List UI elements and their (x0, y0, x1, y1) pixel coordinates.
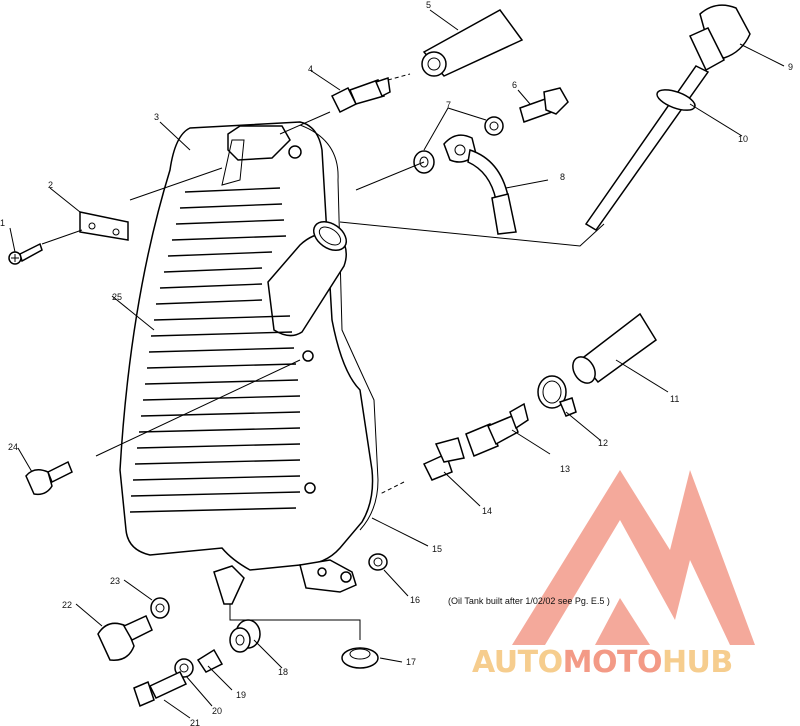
part-24-bolt (25, 460, 73, 496)
revision-note: (Oil Tank built after 1/02/02 see Pg. E.… (448, 596, 610, 606)
callout-16: 16 (410, 595, 420, 605)
part-19-spacer (196, 648, 224, 673)
part-21-bolt (133, 671, 188, 708)
watermark-triangle-icon (512, 470, 755, 645)
part-14-fitting (422, 437, 465, 481)
tank-mount-hole-mid (302, 350, 314, 362)
tank-mount-hole-bottom (340, 571, 352, 583)
callout-21: 21 (190, 718, 200, 726)
callout-11: 11 (670, 394, 679, 404)
callout-5: 5 (426, 0, 431, 10)
leader-lines (9, 9, 785, 719)
callout-19: 19 (236, 690, 246, 700)
tank-side-face (299, 124, 379, 531)
part-22-drain-bolt (97, 615, 153, 661)
tank-mount-hole-low (304, 482, 316, 494)
watermark-triangle-inner-icon (595, 598, 650, 645)
tank-ribs (129, 187, 301, 513)
callout-24: 24 (8, 442, 18, 452)
callout-8: 8 (560, 172, 565, 182)
part-9-dipstick-cap (584, 4, 751, 232)
callout-17: 17 (406, 657, 416, 667)
callout-20: 20 (212, 706, 222, 716)
callout-12: 12 (598, 438, 608, 448)
callout-4: 4 (308, 64, 313, 74)
part-23-washer (150, 597, 170, 619)
callout-6: 6 (512, 80, 517, 90)
part-16-grommet (368, 553, 388, 571)
tank-top-bracket (221, 139, 245, 186)
callout-10: 10 (738, 134, 748, 144)
tank-drain-boss (213, 565, 245, 605)
part-11-hose (572, 312, 658, 384)
watermark-text-auto: AUTO (472, 645, 563, 680)
callout-15: 15 (432, 544, 442, 554)
callout-1: 1 (0, 218, 5, 228)
part-17-grommet (341, 647, 379, 669)
callout-13: 13 (560, 464, 570, 474)
callout-2: 2 (48, 180, 53, 190)
part-4-fitting (330, 77, 391, 114)
callout-22: 22 (62, 600, 72, 610)
part-13-fitting (465, 402, 529, 457)
callout-3: 3 (154, 112, 159, 122)
watermark-logo: AUTOMOTOHUB (472, 470, 755, 680)
tank-bottom-bracket (299, 559, 357, 593)
callout-23: 23 (110, 576, 120, 586)
watermark-text-moto: MOTO (563, 645, 662, 680)
part-5-hose (421, 9, 524, 77)
callout-14: 14 (482, 506, 492, 516)
part-2-plate (79, 211, 129, 241)
callout-7: 7 (446, 100, 451, 110)
watermark-text-hub: HUB (662, 645, 733, 680)
tank-mount-hole-top (288, 145, 302, 159)
callout-9: 9 (788, 62, 793, 72)
tank-body (119, 121, 374, 571)
part-8-banjo-fitting (443, 134, 517, 235)
filler-neck (267, 220, 348, 337)
part-6-bolt (519, 87, 569, 123)
callout-25: 25 (112, 292, 122, 302)
part-18-bushing (229, 619, 261, 653)
part-12-clamp (537, 375, 577, 417)
svg-text:AUTOMOTOHUB: AUTOMOTOHUB (472, 645, 733, 680)
tank-mount-hole-bottom2 (317, 567, 327, 577)
callout-18: 18 (278, 667, 288, 677)
oil-tank (119, 121, 379, 605)
